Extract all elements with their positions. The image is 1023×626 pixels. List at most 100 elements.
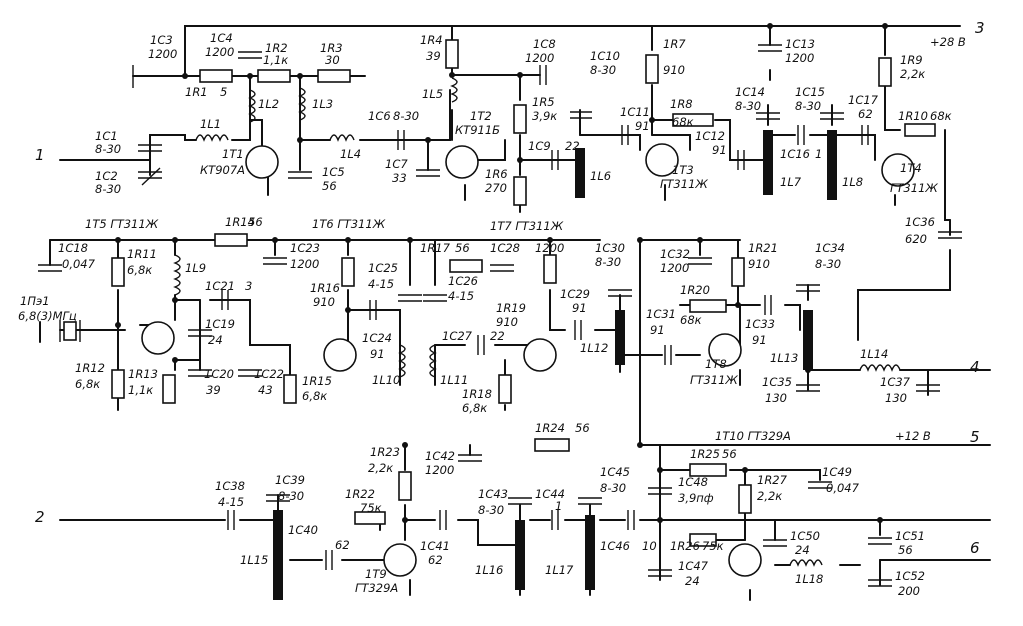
label-r26v: 75к xyxy=(702,539,724,553)
label-r22v: 75к xyxy=(360,501,382,515)
label-t2: 1T2 xyxy=(470,109,492,123)
label-c50: 1C50 xyxy=(790,529,820,543)
label-c15: 1C15 xyxy=(795,85,825,99)
label-r1: 1R1 xyxy=(185,85,208,99)
label-c52v: 200 xyxy=(898,584,920,598)
label-c5: 1C5 xyxy=(322,165,345,179)
label-c49v: 0,047 xyxy=(826,481,860,495)
coil-l13 xyxy=(803,310,813,370)
label-r22: 1R22 xyxy=(345,487,375,501)
label-c30v: 8-30 xyxy=(595,255,621,269)
label-c11v: 91 xyxy=(635,119,650,133)
transistor-t6 xyxy=(323,338,357,372)
label-c12v: 91 xyxy=(712,143,727,157)
label-c14: 1C14 xyxy=(735,85,765,99)
label-l15: 1L15 xyxy=(240,553,268,567)
resistor-r7 xyxy=(645,54,659,84)
label-r5: 1R5 xyxy=(532,95,555,109)
label-c35: 1C35 xyxy=(762,375,792,389)
label-l12: 1L12 xyxy=(580,341,608,355)
label-c51v: 56 xyxy=(898,543,913,557)
label-c16: 1C16 xyxy=(780,147,810,161)
label-c46: 1C46 xyxy=(600,539,630,553)
label-l2: 1L2 xyxy=(258,97,279,111)
resistor-r1 xyxy=(199,69,233,83)
label-c3: 1C3 xyxy=(150,33,173,47)
label-c40v: 62 xyxy=(335,538,350,552)
label-c39v: 8-30 xyxy=(278,489,304,503)
label-c10: 1C10 xyxy=(590,49,620,63)
label-c22v: 43 xyxy=(258,383,273,397)
label-c8: 1C8 xyxy=(533,37,556,51)
resistor-r2 xyxy=(257,69,291,83)
label-c38: 1C38 xyxy=(215,479,245,493)
coil-l1 xyxy=(195,134,229,142)
transistors xyxy=(141,143,915,577)
label-c10v: 8-30 xyxy=(590,63,616,77)
coil-l7 xyxy=(763,130,773,195)
label-r21v: 910 xyxy=(748,257,770,271)
resistor-r23 xyxy=(398,471,412,501)
port-2: 2 xyxy=(35,508,45,526)
label-r14: 1R14 xyxy=(225,215,255,229)
resistor-r4 xyxy=(445,39,459,69)
label-c6: 1C6 xyxy=(368,109,391,123)
resistor-r11 xyxy=(111,257,125,287)
label-c22: 1C22 xyxy=(254,367,284,381)
label-c5v: 56 xyxy=(322,179,337,193)
label-c4v: 1200 xyxy=(205,45,234,59)
label-c27: 1C27 xyxy=(442,329,473,343)
label-c28: 1C28 xyxy=(490,241,520,255)
label-c46v: 10 xyxy=(642,539,657,553)
label-t1: 1T1 xyxy=(222,147,244,161)
label-c28v: 1200 xyxy=(535,241,564,255)
label-r11v: 6,8к xyxy=(127,263,152,277)
label-r13v: 1,1к xyxy=(128,383,153,397)
label-c21v: 3 xyxy=(245,279,252,293)
label-c51: 1C51 xyxy=(895,529,925,543)
coil-l8 xyxy=(827,130,837,200)
label-c9v: 22 xyxy=(565,139,580,153)
label-c20v: 39 xyxy=(206,383,221,397)
coil-l3 xyxy=(298,87,306,121)
label-l9: 1L9 xyxy=(185,261,206,275)
label-r19v: 910 xyxy=(496,315,518,329)
crystal-pe1 xyxy=(63,321,77,341)
label-c19v: 24 xyxy=(208,333,223,347)
label-c31v: 91 xyxy=(650,323,665,337)
capacitors xyxy=(38,44,962,587)
label-r15v: 6,8к xyxy=(302,389,327,403)
label-r9: 1R9 xyxy=(900,53,923,67)
label-c7v: 33 xyxy=(392,171,407,185)
label-c43: 1C43 xyxy=(478,487,508,501)
resistor-r8 xyxy=(672,113,714,127)
label-c41: 1C41 xyxy=(420,539,450,553)
label-c21: 1C21 xyxy=(205,279,235,293)
label-l16: 1L16 xyxy=(475,563,503,577)
rail-28v: +28 В xyxy=(930,35,966,49)
port-6: 6 xyxy=(970,539,980,557)
port-3: 3 xyxy=(975,19,985,37)
label-c52: 1C52 xyxy=(895,569,925,583)
label-pe1f: 6,8(3)МГц xyxy=(18,309,77,323)
label-t3: 1T3 xyxy=(672,163,694,177)
port-4: 4 xyxy=(970,358,980,376)
coil-l11 xyxy=(429,344,437,378)
label-c15v: 8-30 xyxy=(795,99,821,113)
label-r19: 1R19 xyxy=(496,301,526,315)
label-c2v: 8-30 xyxy=(95,182,121,196)
label-c42: 1C42 xyxy=(425,449,455,463)
label-c32: 1C32 xyxy=(660,247,690,261)
label-c26: 1C26 xyxy=(448,274,478,288)
label-c32v: 1200 xyxy=(660,261,689,275)
label-c47v: 24 xyxy=(685,574,700,588)
port-1: 1 xyxy=(35,146,45,164)
label-r14v: 56 xyxy=(248,215,263,229)
transistor-t2 xyxy=(445,145,479,179)
label-l8: 1L8 xyxy=(842,175,863,189)
coil-l9 xyxy=(173,254,181,296)
resistor-r6 xyxy=(513,176,527,206)
label-l17: 1L17 xyxy=(545,563,574,577)
label-t8t: ГТ311Ж xyxy=(690,373,738,387)
label-l6: 1L6 xyxy=(590,169,611,183)
